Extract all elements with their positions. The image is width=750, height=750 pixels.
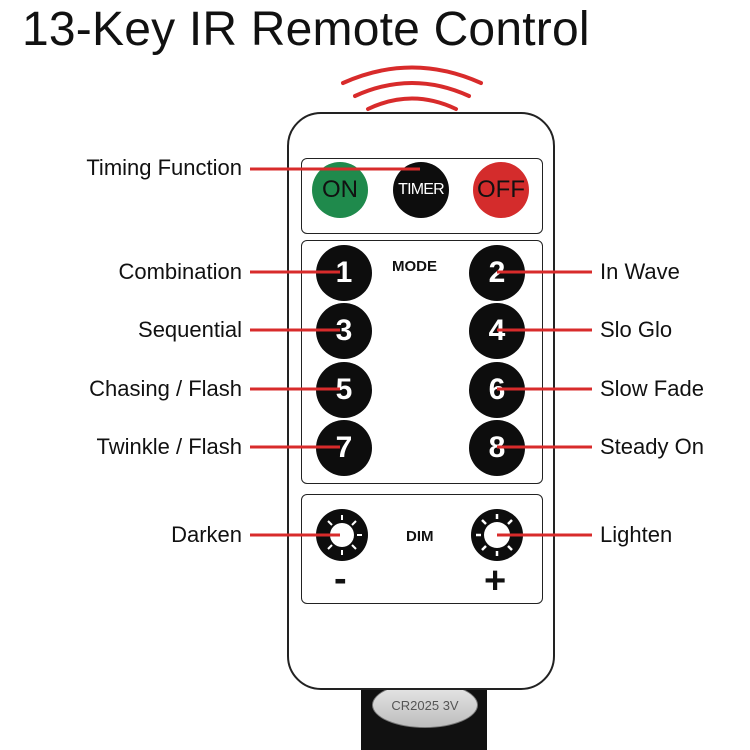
callout-steady-on: Steady On	[600, 434, 704, 459]
dim-panel	[301, 494, 543, 604]
battery-label: CR2025 3V	[391, 697, 459, 713]
callout-twinkle-flash: Twinkle / Flash	[96, 434, 243, 459]
callout-slow-fade: Slow Fade	[600, 376, 704, 401]
minus-sign: -	[334, 558, 347, 600]
off-button[interactable]: OFF	[473, 162, 529, 218]
timer-button[interactable]: TIMER	[393, 162, 449, 218]
timing-panel	[301, 158, 543, 234]
page-title: 13-Key IR Remote Control	[22, 3, 590, 56]
plus-sign: +	[484, 560, 507, 602]
mode-label: MODE	[392, 258, 437, 275]
callout-sequential: Sequential	[138, 317, 242, 342]
sun-dim-icon	[316, 509, 368, 561]
callout-in-wave: In Wave	[600, 259, 680, 284]
callout-lighten: Lighten	[600, 522, 673, 547]
callout-slo-glo: Slo Glo	[600, 317, 673, 342]
callout-chasing-flash: Chasing / Flash	[89, 376, 242, 401]
on-button[interactable]: ON	[312, 162, 368, 218]
mode-panel	[301, 240, 543, 484]
dim-label: DIM	[406, 528, 434, 545]
callout-darken: Darken	[171, 522, 242, 547]
callout-timing-function: Timing Function	[86, 155, 242, 180]
callout-combination: Combination	[118, 259, 242, 284]
